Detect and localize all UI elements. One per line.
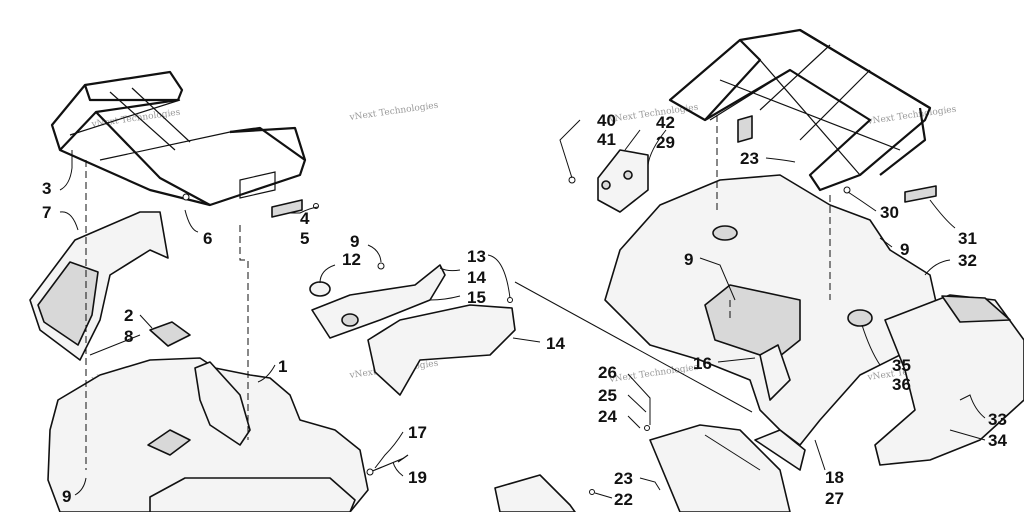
callout-41: 41 <box>597 130 616 149</box>
fender-extension <box>29 211 169 361</box>
rear-rack <box>668 28 932 194</box>
callout-13: 13 <box>467 247 486 266</box>
callout-14: 14 <box>546 334 565 353</box>
callout-14: 14 <box>467 268 486 287</box>
callout-25: 25 <box>598 386 617 405</box>
callout-40: 40 <box>597 111 616 130</box>
callout-31: 31 <box>958 229 977 248</box>
callout-8: 8 <box>124 327 133 346</box>
callout-42: 42 <box>656 113 675 132</box>
callout-34: 34 <box>988 431 1007 450</box>
callout-9: 9 <box>62 487 71 506</box>
callout-19: 19 <box>408 468 427 487</box>
callout-30: 30 <box>880 203 899 222</box>
callout-17: 17 <box>408 423 427 442</box>
callout-23: 23 <box>614 469 633 488</box>
callout-12: 12 <box>342 250 361 269</box>
side-panels <box>309 262 516 396</box>
callout-6: 6 <box>203 229 212 248</box>
callout-9: 9 <box>900 240 909 259</box>
callout-18: 18 <box>825 468 844 487</box>
watermark: vNext Technologies <box>608 363 699 386</box>
callout-23: 23 <box>740 149 759 168</box>
front-rack <box>50 70 307 207</box>
callout-15: 15 <box>467 288 486 307</box>
access-cover <box>149 321 191 347</box>
fastener-17-19 <box>366 454 409 476</box>
rear-bracket <box>568 149 649 213</box>
callout-24: 24 <box>598 407 617 426</box>
front-body <box>47 357 369 512</box>
callout-1: 1 <box>278 357 287 376</box>
lower-rear-panel <box>494 424 806 512</box>
watermark: vNext Technologies <box>608 103 699 126</box>
callout-2: 2 <box>124 306 133 325</box>
callout-29: 29 <box>656 133 675 152</box>
watermark: vNext Technologies <box>348 101 439 124</box>
callout-16: 16 <box>693 354 712 373</box>
callout-36: 36 <box>892 375 911 394</box>
watermark: vNext Technologies <box>866 105 957 128</box>
callout-labels: 3 7 6 4 5 2 8 1 9 9 12 13 14 15 14 17 19… <box>42 111 1007 509</box>
callout-22: 22 <box>614 490 633 509</box>
alignment-lines-left <box>85 160 249 470</box>
callout-9: 9 <box>350 232 359 251</box>
callout-26: 26 <box>598 363 617 382</box>
callout-35: 35 <box>892 356 911 375</box>
alignment-lines-right <box>514 115 831 471</box>
callout-32: 32 <box>958 251 977 270</box>
callout-4: 4 <box>300 209 310 228</box>
callout-27: 27 <box>825 489 844 508</box>
leader-lines <box>59 119 986 499</box>
callout-33: 33 <box>988 410 1007 429</box>
rear-fender-extension <box>874 294 1024 466</box>
callout-3: 3 <box>42 179 51 198</box>
callout-9: 9 <box>684 250 693 269</box>
rack-bracket-rear <box>904 185 937 203</box>
callout-5: 5 <box>300 229 309 248</box>
callout-7: 7 <box>42 203 51 222</box>
